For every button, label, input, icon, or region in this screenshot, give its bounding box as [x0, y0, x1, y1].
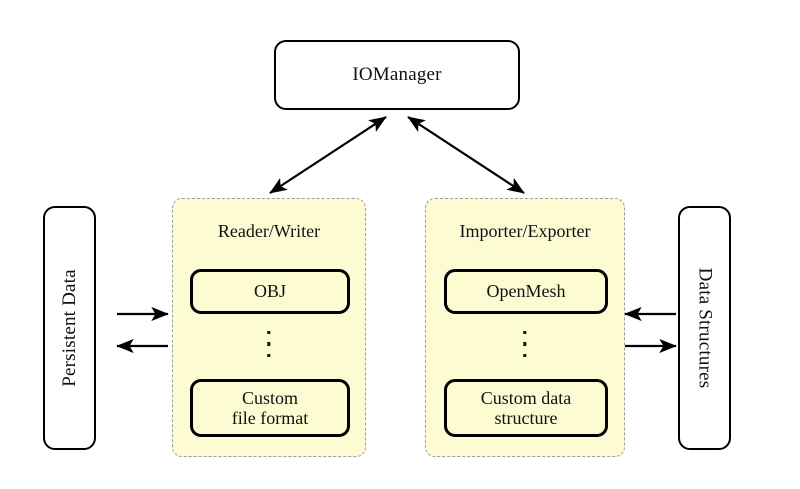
persistent-data-box[interactable]: Persistent Data [43, 206, 96, 450]
connector-manager-readerwriter [269, 116, 387, 194]
ellipsis-reader-writer [267, 331, 271, 357]
box-custom-file-format[interactable]: Custom file format [190, 379, 350, 437]
box-custom-data-structure[interactable]: Custom data structure [444, 379, 608, 437]
data-structures-box[interactable]: Data Structures [678, 206, 731, 450]
box-custom-file-format-label-line1: Custom [241, 387, 298, 408]
connector-manager-importerexporter [407, 116, 525, 194]
ellipsis-importer-exporter [523, 331, 527, 357]
box-obj[interactable]: OBJ [190, 269, 350, 314]
panel-importer-exporter-title: Importer/Exporter [459, 221, 591, 241]
box-obj-label: OBJ [253, 281, 286, 302]
iomanager-label: IOManager [352, 64, 442, 85]
box-custom-file-format-label-line2: file format [231, 408, 309, 428]
box-openmesh-label: OpenMesh [486, 281, 566, 302]
box-custom-data-structure-label-line1: Custom data [480, 387, 572, 408]
panel-reader-writer[interactable]: Reader/Writer OBJ Custom file format [172, 198, 366, 457]
panel-reader-writer-title: Reader/Writer [217, 221, 321, 241]
panel-importer-exporter[interactable]: Importer/Exporter OpenMesh Custom data s… [425, 198, 625, 457]
data-structures-label: Data Structures [694, 267, 716, 389]
box-openmesh[interactable]: OpenMesh [444, 269, 608, 314]
box-custom-data-structure-label-line2: structure [494, 408, 558, 428]
persistent-data-label: Persistent Data [58, 269, 80, 387]
iomanager-box[interactable]: IOManager [274, 40, 520, 110]
